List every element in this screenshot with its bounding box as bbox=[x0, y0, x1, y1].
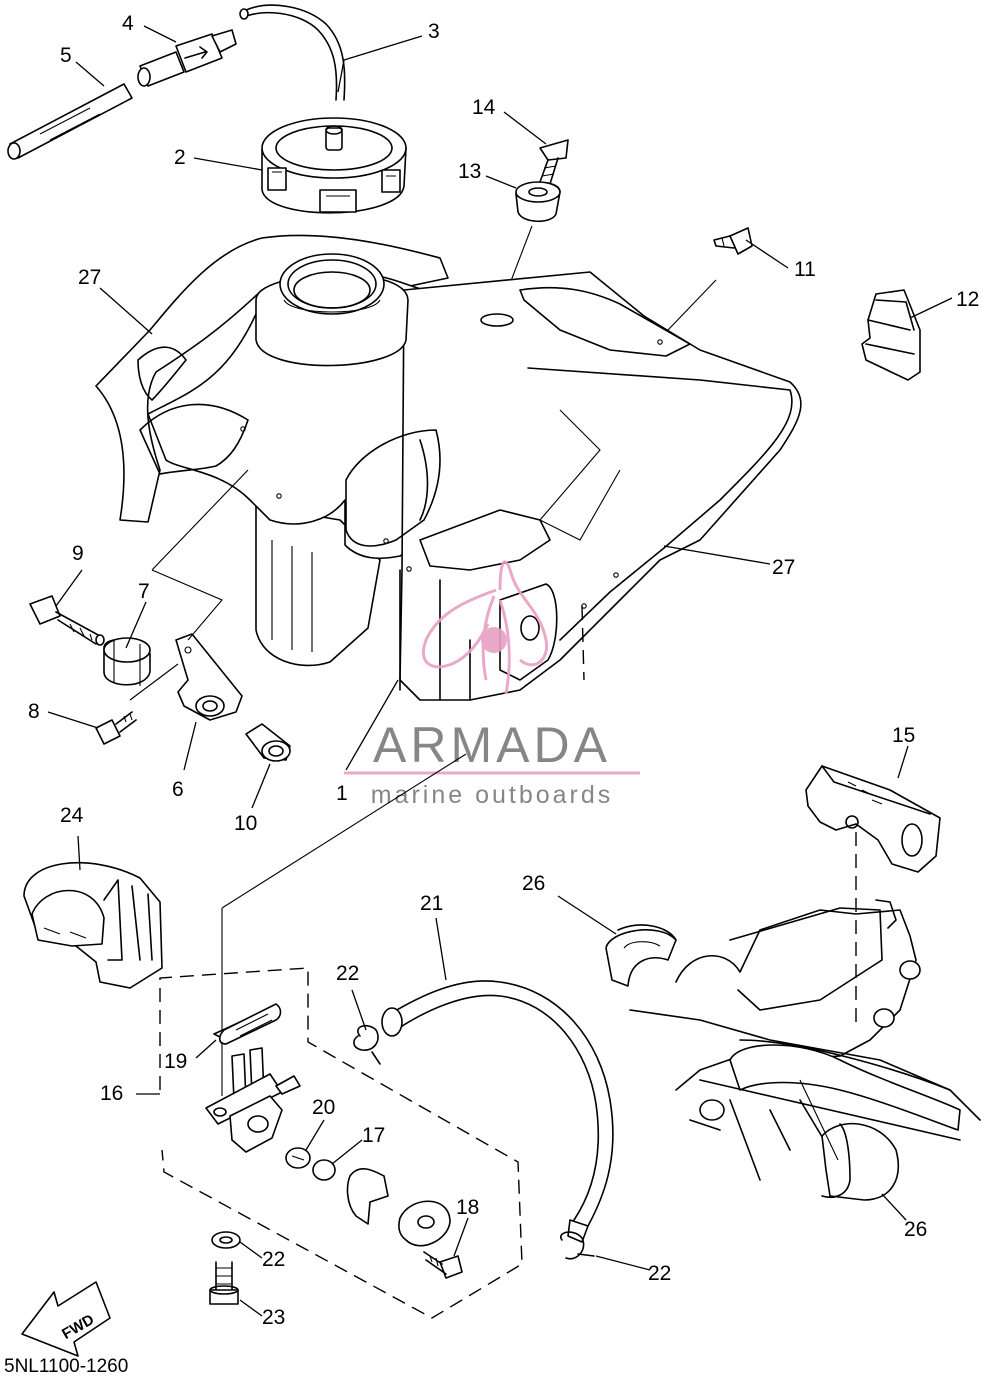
bracket-assembly-lines bbox=[151, 469, 249, 641]
part-25-cover bbox=[23, 861, 163, 989]
part-21-fuel-hose bbox=[381, 980, 614, 1243]
leader-8-bracket bbox=[129, 663, 179, 701]
callout-6: 6 bbox=[172, 778, 184, 801]
drawing-code: 5NL1100-1260 bbox=[4, 1356, 128, 1376]
callout-22-upper: 22 bbox=[336, 962, 359, 985]
tank-bracket bbox=[175, 633, 243, 721]
part-9-bolt bbox=[29, 595, 105, 646]
callout-10: 10 bbox=[234, 812, 257, 835]
callout-16: 16 bbox=[100, 1082, 123, 1105]
watermark-tagline: marine outboards bbox=[371, 781, 614, 809]
leader-26-lower-frame bbox=[799, 1079, 839, 1161]
plate bbox=[398, 1200, 451, 1247]
part-12-clip bbox=[861, 289, 921, 381]
leader-to-fuel-cock bbox=[221, 753, 467, 909]
callout-12: 12 bbox=[956, 288, 979, 311]
part-17-o-ring bbox=[312, 1159, 336, 1181]
watermark-petal-right bbox=[498, 560, 549, 667]
part-1-fuel-tank bbox=[139, 253, 802, 701]
part-22-clip-upper bbox=[353, 1024, 381, 1065]
part-lever bbox=[346, 1167, 389, 1225]
part-20-knob bbox=[285, 1147, 311, 1169]
hidden-line-tank bbox=[581, 605, 585, 681]
callout-7: 7 bbox=[138, 580, 150, 603]
callout-25: 24 bbox=[60, 804, 84, 827]
part-13-grommet bbox=[515, 181, 561, 223]
callout-24: 23 bbox=[262, 1306, 285, 1329]
part-11-bolt bbox=[713, 227, 753, 255]
part-26-upper-protector bbox=[605, 924, 677, 987]
callout-27-left: 27 bbox=[78, 266, 101, 289]
leader-lines bbox=[47, 25, 953, 1317]
callout-4: 4 bbox=[122, 12, 134, 35]
callout-21: 21 bbox=[420, 892, 443, 915]
frame-area bbox=[629, 899, 981, 1181]
part-16-fuel-cock bbox=[205, 1047, 301, 1153]
callout-26-upper: 26 bbox=[522, 872, 545, 895]
armada-watermark: ARMADA marine outboards bbox=[344, 560, 640, 809]
watermark-brand: ARMADA bbox=[373, 717, 611, 773]
part-24-bolt bbox=[209, 1261, 239, 1305]
part-7-damper bbox=[103, 637, 151, 686]
part-22-clip-lower bbox=[560, 1231, 595, 1260]
callout-9: 9 bbox=[72, 542, 84, 565]
leader-11 bbox=[667, 279, 717, 331]
callout-26-lower: 26 bbox=[904, 1218, 927, 1241]
callout-3: 3 bbox=[428, 20, 440, 43]
callout-18: 18 bbox=[456, 1196, 479, 1219]
part-16-group-outline bbox=[159, 967, 523, 1319]
part-4-breather-valve bbox=[137, 29, 237, 87]
part-3-vent-hose bbox=[239, 4, 346, 101]
part-23-washer bbox=[211, 1231, 241, 1249]
callout-8: 8 bbox=[28, 700, 40, 723]
callout-1: 1 bbox=[336, 782, 348, 805]
callout-22-lower: 22 bbox=[648, 1262, 671, 1285]
part-14-screw bbox=[539, 139, 569, 185]
callout-2: 2 bbox=[174, 146, 186, 169]
part-10-collar bbox=[245, 723, 291, 762]
callout-17: 17 bbox=[362, 1124, 385, 1147]
callout-23: 22 bbox=[262, 1248, 285, 1271]
callout-20: 20 bbox=[312, 1096, 335, 1119]
part-19-screen bbox=[213, 1003, 282, 1045]
callout-14: 14 bbox=[472, 96, 496, 119]
callout-15: 15 bbox=[892, 724, 915, 747]
callout-19: 19 bbox=[164, 1050, 187, 1073]
part-5-hose bbox=[7, 83, 133, 160]
part-26-lower-protector bbox=[821, 1122, 900, 1201]
watermark-petal-left bbox=[422, 588, 497, 669]
callout-5: 5 bbox=[60, 44, 72, 67]
part-2-fuel-cap bbox=[261, 117, 407, 214]
callout-labels: 3 4 5 2 14 13 11 12 27 27 9 7 8 6 10 1 1… bbox=[28, 12, 979, 1329]
part-18-screw bbox=[423, 1251, 463, 1279]
callout-11: 11 bbox=[794, 258, 816, 281]
callout-27-right: 27 bbox=[772, 556, 795, 579]
callout-13: 13 bbox=[458, 160, 481, 183]
watermark-core bbox=[481, 627, 507, 653]
part-8-screw bbox=[95, 711, 137, 745]
part-15-bracket bbox=[805, 765, 941, 873]
fwd-arrow-icon: FWD bbox=[21, 1281, 111, 1357]
